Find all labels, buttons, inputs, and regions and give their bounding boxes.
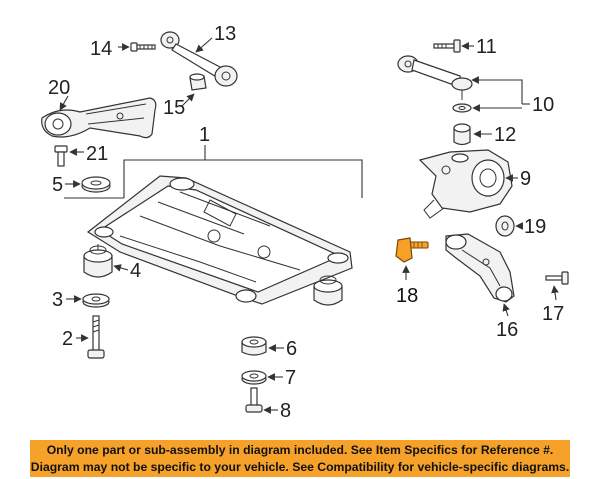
callout-11: 11	[476, 36, 497, 58]
part-1-subframe	[86, 175, 353, 305]
part-15-bushing	[189, 73, 207, 91]
callout-16: 16	[496, 319, 518, 341]
part-7-washer	[241, 370, 267, 385]
part-9-knuckle	[418, 149, 513, 219]
part-13-upper-control-link	[160, 31, 238, 87]
callout-2: 2	[62, 328, 73, 350]
callout-5: 5	[52, 174, 63, 196]
leader-4	[113, 264, 129, 272]
leader-15	[181, 93, 195, 107]
callout-13: 13	[214, 23, 236, 45]
part-10-upper-arm	[397, 55, 473, 100]
part-16-lower-arm	[445, 233, 515, 303]
callout-3: 3	[52, 289, 63, 311]
part-10-dust-boot	[452, 103, 472, 113]
part-3-washer	[82, 293, 110, 308]
callout-12: 12	[494, 124, 516, 146]
leader-17	[551, 285, 559, 301]
callout-14: 14	[90, 38, 112, 60]
leader-13	[195, 37, 213, 53]
callout-19: 19	[524, 216, 546, 238]
callout-7: 7	[285, 367, 296, 389]
part-18-adjusting-bolt	[395, 237, 429, 263]
part-21-bolt	[54, 145, 68, 167]
part-17-bolt	[545, 271, 569, 285]
callout-21: 21	[86, 143, 108, 165]
callout-15: 15	[163, 97, 185, 119]
callout-6: 6	[286, 338, 297, 360]
leader-16	[502, 303, 510, 317]
part-4-mount-right	[313, 275, 343, 306]
callout-18: 18	[396, 285, 418, 307]
part-4-mount-left	[83, 244, 113, 278]
notice-line-1: Only one part or sub-assembly in diagram…	[46, 443, 554, 457]
part-19-bushing	[495, 215, 515, 237]
part-2-long-bolt	[87, 315, 105, 359]
part-14-bolt	[130, 42, 156, 52]
part-6-bushing	[241, 336, 267, 356]
callout-9: 9	[520, 168, 531, 190]
leader-10-bracket	[476, 79, 523, 104]
callout-10: 10	[532, 94, 554, 116]
subframe-group-bracket	[123, 159, 363, 198]
callout-20: 20	[48, 77, 70, 99]
part-12-bushing	[453, 123, 471, 146]
part-20-lower-arm	[41, 97, 157, 139]
part-11-bolt	[433, 39, 461, 53]
rear-suspension-exploded-diagram: 13 14 15 20 21 1 5 4 3 2 6 7 8 11 10 12 …	[41, 23, 569, 422]
callout-8: 8	[280, 400, 291, 422]
part-8-bolt	[245, 387, 263, 413]
callout-17: 17	[542, 303, 564, 325]
compatibility-notice-banner: Only one part or sub-assembly in diagram…	[30, 440, 570, 477]
leader-20	[59, 95, 69, 111]
part-5-washer	[81, 176, 111, 193]
callout-1: 1	[199, 124, 210, 146]
notice-line-2: Diagram may not be specific to your vehi…	[30, 460, 570, 474]
callout-4: 4	[130, 260, 141, 282]
